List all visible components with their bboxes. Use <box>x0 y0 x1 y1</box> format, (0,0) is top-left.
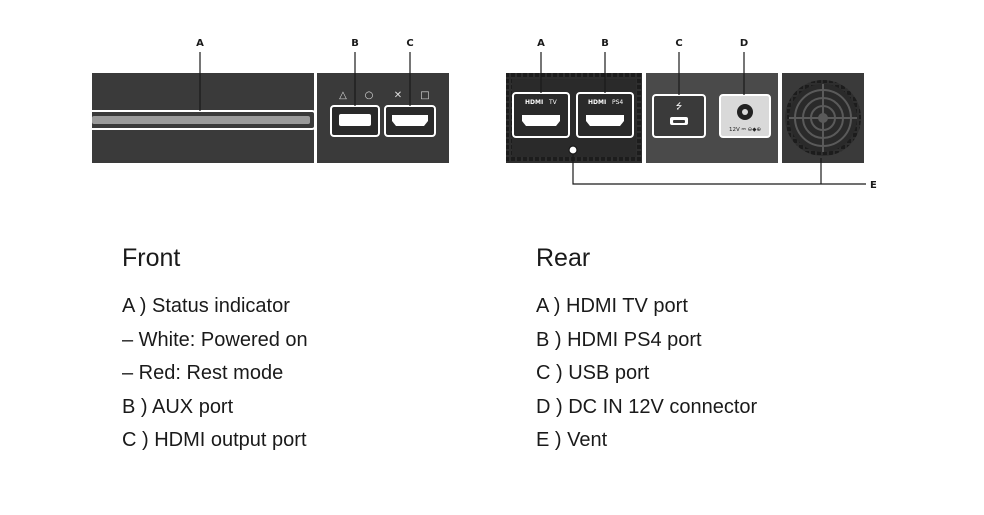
rear-callout-e-lines <box>568 145 866 185</box>
front-callout-b: B <box>351 38 359 49</box>
square-symbol: □ <box>420 90 429 101</box>
fan-icon <box>785 80 861 156</box>
circle-symbol: ○ <box>365 90 374 101</box>
rear-callout-b: B <box>601 38 609 49</box>
front-item-hdmi-output-port: C ) HDMI output port <box>122 429 307 452</box>
rear-item-vent: E ) Vent <box>536 429 608 452</box>
front-title: Front <box>122 244 181 272</box>
dc-in-port: 12V ⎓ ⊖◆⊕ <box>719 94 771 138</box>
rear-item-hdmi-ps4-port: B ) HDMI PS4 port <box>536 328 702 351</box>
status-indicator <box>86 110 316 130</box>
hdmi-ps4-port: HDMI PS4 <box>576 92 634 138</box>
rear-item-dc-in: D ) DC IN 12V connector <box>536 395 758 418</box>
usb-icon: ⭍ <box>676 102 683 111</box>
dc-in-label: 12V ⎓ ⊖◆⊕ <box>729 127 761 133</box>
rear-callout-a: A <box>537 38 545 49</box>
rear-items-list: A ) HDMI TV port B ) HDMI PS4 port C ) U… <box>536 290 757 458</box>
svg-text:HDMI: HDMI <box>525 99 543 106</box>
device-diagram: A B C △ ○ ✕ □ A B C D <box>86 38 877 191</box>
hdmi-output-port <box>384 105 436 137</box>
hdmi-tv-label: TV <box>548 99 558 106</box>
rear-callout-e: E <box>870 180 877 191</box>
front-item-status-indicator: A ) Status indicator <box>122 295 290 317</box>
rear-item-hdmi-tv-port: A ) HDMI TV port <box>536 295 688 317</box>
rear-section: Rear A ) HDMI TV port B ) HDMI PS4 port … <box>536 240 757 458</box>
front-item-aux-port: B ) AUX port <box>122 395 234 418</box>
front-item-white-powered-on: – White: Powered on <box>122 328 308 351</box>
aux-port <box>330 105 380 137</box>
hdmi-ps4-label: PS4 <box>612 99 623 106</box>
front-view: A B C △ ○ ✕ □ <box>86 38 449 163</box>
rear-callout-d: D <box>740 38 748 49</box>
hdmi-tv-port: HDMI TV <box>512 92 570 138</box>
rear-view: A B C D HDMI TV HDMI PS4 ⭍ <box>506 38 877 191</box>
rear-item-usb-port: C ) USB port <box>536 362 650 385</box>
rear-callout-c: C <box>675 38 682 49</box>
svg-text:HDMI: HDMI <box>588 99 606 106</box>
usb-port: ⭍ <box>652 94 706 138</box>
front-items-list: A ) Status indicator – White: Powered on… <box>122 290 308 458</box>
triangle-symbol: △ <box>339 90 347 101</box>
front-callout-c: C <box>406 38 413 49</box>
front-callout-a: A <box>196 38 204 49</box>
cross-symbol: ✕ <box>394 90 402 101</box>
status-indicator-light <box>92 116 310 124</box>
front-section: Front A ) Status indicator – White: Powe… <box>122 240 308 458</box>
front-item-red-rest-mode: – Red: Rest mode <box>122 362 284 385</box>
rear-title: Rear <box>536 244 591 272</box>
